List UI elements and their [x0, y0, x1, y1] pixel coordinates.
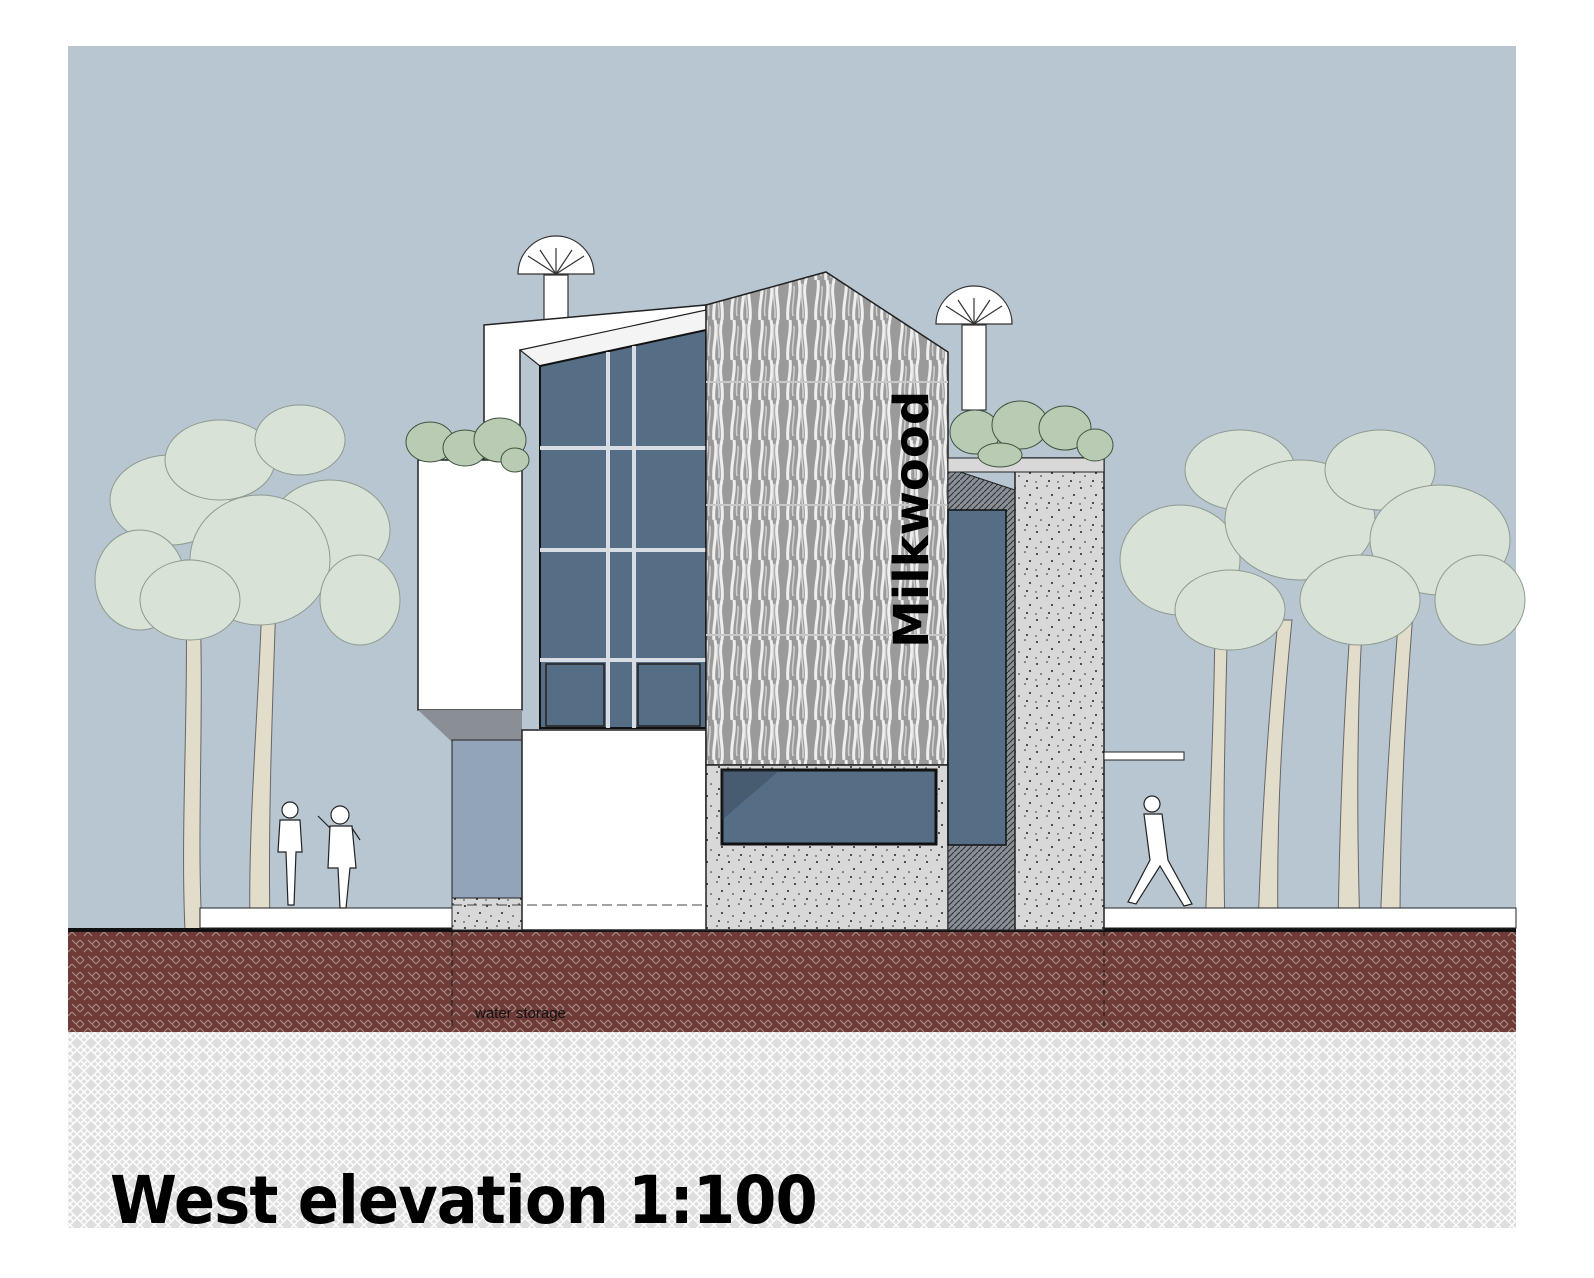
- cantilever-box: [417, 459, 523, 711]
- bedrock-layer: [68, 1032, 1516, 1228]
- roof-planter-left: [405, 417, 530, 473]
- right-tree-group: [1119, 429, 1526, 931]
- right-vent: [935, 285, 1013, 411]
- left-vent: [517, 235, 595, 326]
- plinth-left: [451, 897, 523, 931]
- milkwood-signage: Milkwood: [884, 391, 940, 648]
- roof-planter-right: [949, 400, 1114, 468]
- lower-glass-panel: [451, 739, 523, 899]
- person-figure: [277, 801, 303, 906]
- glazing-mullions: [540, 346, 706, 728]
- window-shadow: [722, 770, 780, 820]
- soil-layer: [68, 930, 1516, 1032]
- tree-canopy: [1119, 429, 1526, 651]
- left-tree-group: [94, 404, 401, 931]
- pavement-left: [199, 907, 453, 929]
- main-glazing: [539, 328, 707, 729]
- drawing-title: West elevation 1:100: [110, 1162, 818, 1239]
- concrete-tower: [1014, 457, 1105, 931]
- tower-parapet: [947, 457, 1105, 473]
- person-figure: [317, 805, 361, 909]
- glazing-doors: [545, 663, 701, 727]
- cantilever-shadow: [418, 710, 522, 742]
- water-storage-label: water storage: [474, 1005, 566, 1022]
- strip-window: [720, 768, 938, 846]
- person-figure: [1127, 795, 1193, 907]
- tower-slot-window: [947, 509, 1007, 846]
- screen-panel-joints: [706, 381, 948, 636]
- tree-canopy: [94, 404, 401, 646]
- tree-trunk: [1257, 619, 1293, 931]
- water-storage-outline: [451, 930, 1105, 1030]
- pavement-right: [1103, 907, 1517, 929]
- side-canopy: [1103, 751, 1185, 761]
